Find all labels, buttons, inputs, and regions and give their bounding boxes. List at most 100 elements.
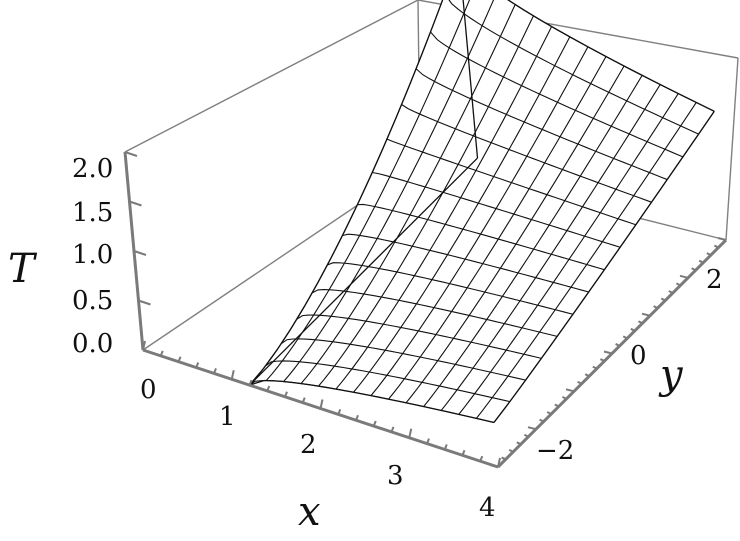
mesh-line-y-2: [280, 338, 526, 381]
z-tick-0: [142, 349, 156, 355]
mesh-line-y-9: [386, 138, 636, 226]
y-tick-14: [599, 358, 605, 362]
z-tick-4: [124, 151, 138, 157]
x-tick-label-3: 3: [387, 461, 404, 491]
y-tick-20: [641, 312, 651, 317]
x-tick-17: [443, 444, 448, 450]
z-tick-1: [138, 299, 151, 306]
x-axis-title: x: [298, 489, 321, 535]
mesh-line-y-10: [401, 104, 652, 203]
mesh-line-y-5: [327, 262, 574, 315]
x-tick-6: [248, 379, 253, 386]
mesh-line-y-12: [430, 31, 684, 158]
box-back-right-vertical: [725, 57, 739, 241]
axis-titles: T x y: [8, 246, 684, 535]
x-tick-13: [372, 420, 377, 427]
y-tick-11: [577, 380, 583, 385]
wall-floor-edge: [249, 157, 478, 386]
y-tick-23: [668, 290, 674, 294]
y-tick-3: [516, 441, 522, 446]
mesh-line-y-7: [357, 203, 605, 271]
x-tick-4: [213, 368, 217, 374]
mesh-line-y-11: [415, 68, 668, 181]
mesh-line-y-3: [296, 314, 542, 359]
y-tick-label-0: −2: [536, 436, 574, 466]
surface-top-edge: [507, 0, 715, 112]
y-tick-7: [546, 411, 552, 415]
z-tick-label-1: 0.5: [72, 286, 113, 316]
x-tick-1: [159, 350, 164, 357]
z-tick-3: [129, 200, 142, 207]
y-tick-27: [698, 259, 704, 264]
y-tick-5: [527, 426, 537, 431]
surface-right-edge: [493, 110, 715, 423]
x-tick-20: [497, 457, 501, 468]
z-tick-2: [133, 250, 147, 256]
z-tick-label-3: 1.5: [72, 198, 113, 228]
x-tick-label-2: 2: [300, 430, 317, 460]
y-tick-12: [584, 373, 590, 378]
z-tick-label-2: 1.0: [72, 240, 113, 270]
tick-labels: 0.0 0.5 1.0 1.5 2.0 0 1 2 3 4 −2 0 2: [72, 154, 723, 523]
y-tick-0: [489, 464, 499, 468]
y-tick-26: [691, 267, 697, 272]
y-axis-title: y: [658, 352, 684, 398]
y-tick-label-1: 0: [630, 341, 647, 371]
x-tick-15: [408, 428, 413, 438]
x-tick-0: [142, 340, 146, 351]
x-tick-3: [195, 362, 200, 368]
x-tick-19: [479, 455, 484, 462]
x-tick-2: [177, 356, 182, 363]
x-tick-5: [230, 370, 235, 380]
x-tick-label-1: 1: [219, 402, 236, 432]
y-tick-13: [592, 365, 598, 370]
x-tick-14: [390, 426, 395, 433]
y-tick-15: [603, 350, 613, 355]
y-tick-2: [508, 448, 514, 453]
axes: [123, 151, 728, 469]
x-tick-8: [284, 391, 288, 398]
y-tick-17: [622, 335, 628, 340]
x-tick-16: [426, 438, 430, 444]
mesh-line-y-8: [372, 171, 621, 248]
mesh-line-y-6: [342, 233, 589, 293]
y-tick-24: [675, 282, 681, 287]
x-tick-11: [337, 408, 342, 415]
y-tick-1: [501, 456, 507, 461]
y-tick-6: [539, 418, 545, 423]
y-tick-9: [561, 396, 567, 400]
x-tick-18: [461, 449, 466, 456]
y-tick-label-2: 2: [706, 265, 723, 295]
y-tick-18: [630, 327, 636, 332]
surface-fill: [249, 0, 715, 423]
y-tick-19: [637, 320, 643, 325]
box-back-top-left: [124, 0, 419, 153]
y-tick-16: [615, 343, 621, 347]
y-tick-10: [565, 388, 575, 393]
y-tick-30: [717, 237, 727, 241]
surface-left-edge: [249, 0, 444, 386]
x-tick-label-0: 0: [140, 375, 157, 405]
x-tick-label-4: 4: [479, 493, 496, 523]
mesh-line-y-13: [448, 0, 699, 135]
y-tick-28: [706, 252, 712, 257]
mesh-line-y-1: [265, 360, 510, 403]
surface: [249, 0, 715, 467]
z-axis-title: T: [8, 246, 38, 292]
x-tick-7: [266, 385, 271, 392]
y-tick-29: [713, 244, 719, 249]
z-tick-label-0: 0.0: [72, 329, 113, 359]
surface-front-edge: [249, 379, 495, 424]
y-tick-25: [679, 274, 689, 279]
y-tick-22: [660, 297, 666, 302]
mesh-line-y-4: [311, 289, 558, 337]
y-tick-21: [653, 305, 659, 309]
y-tick-8: [554, 403, 560, 408]
z-tick-label-4: 2.0: [72, 154, 113, 184]
y-tick-4: [523, 433, 529, 438]
x-tick-10: [319, 399, 324, 409]
x-tick-12: [355, 414, 359, 421]
x-tick-9: [301, 397, 306, 404]
